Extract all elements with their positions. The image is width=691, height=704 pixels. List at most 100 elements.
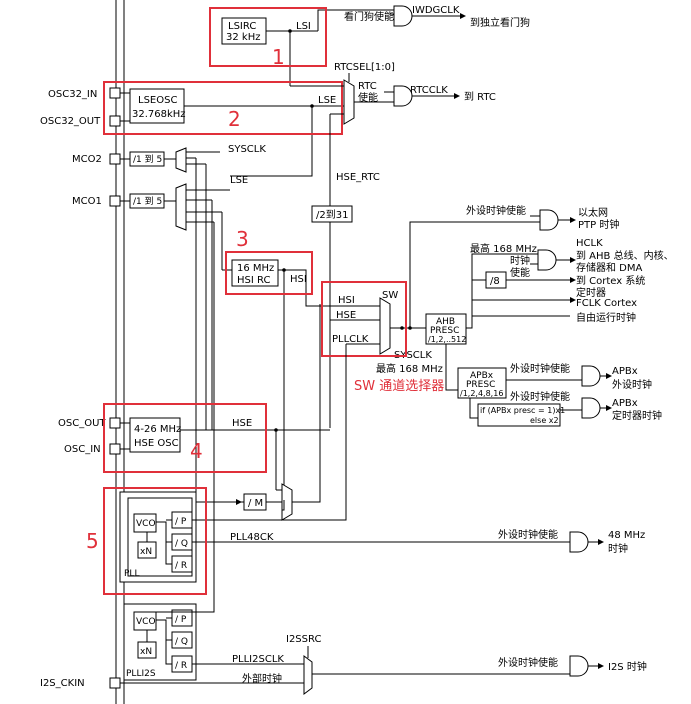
cortex-timer-arrow: [570, 277, 576, 283]
rtcclk-label: RTCCLK: [410, 85, 448, 96]
lseosc-block: [129, 88, 185, 124]
rtc-enable-1: RTC: [358, 81, 377, 92]
osc32-out-pin[interactable]: [109, 115, 121, 127]
div8-label: /8: [490, 276, 500, 287]
lsirc-label-2: 32 kHz: [226, 32, 260, 43]
cortex-timer-1: 到 Cortex 系统: [576, 274, 645, 287]
apb-periph-gate: [581, 365, 601, 387]
plli2s-q-label: / Q: [175, 637, 188, 647]
max168-label-2: 最高 168 MHz: [470, 242, 537, 255]
rtc-and-gate: [393, 85, 413, 107]
sw-hse-label: HSE: [336, 310, 356, 321]
hclk-and-gate: [537, 249, 557, 271]
mco2-div-label: /1 到 5: [133, 153, 162, 165]
periph-enable-1: 外设时钟使能: [466, 204, 526, 217]
hseosc-label-2: HSE OSC: [134, 438, 179, 449]
hsirc-label-1: 16 MHz: [237, 263, 274, 274]
div2to31-block: [311, 205, 353, 223]
hsi-label: HSI: [290, 274, 307, 285]
eth-arrow: [570, 217, 576, 223]
pll-xn-label: xN: [140, 547, 152, 557]
mco1-label: MCO1: [72, 196, 102, 207]
hclk-desc-2: 存储器和 DMA: [576, 261, 643, 274]
apb-timer-gate: [581, 397, 601, 419]
annotation-2: 2: [228, 107, 241, 131]
annotation-4: 4: [190, 439, 203, 463]
mco2-vertical-wires: [195, 158, 207, 520]
pll-name: PLL: [124, 569, 139, 579]
apb-timer-label-1: if (APBx presc = 1)x1: [480, 406, 565, 415]
plli2s-xn-label: xN: [140, 647, 152, 657]
rtc-gate-inputs: [354, 91, 394, 103]
fclk-arrow: [570, 297, 576, 303]
max168-label-1: 最高 168 MHz: [376, 362, 443, 375]
osc-in-pin[interactable]: [109, 443, 121, 455]
apb-periph-arrow: [606, 373, 612, 379]
mco1-div-label: /1 到 5: [133, 195, 162, 207]
ahb-out-wires: [466, 253, 570, 329]
lsi-junction: [288, 29, 292, 33]
hse-label: HSE: [232, 418, 252, 429]
lseosc-label-1: LSEOSC: [138, 95, 177, 106]
i2s-clock-label: I2S 时钟: [608, 660, 647, 673]
lseosc-label-2: 32.768kHz: [132, 109, 186, 120]
eth-label-1: 以太网: [578, 206, 608, 219]
div-m-label: / M: [248, 498, 263, 509]
i2s-gate: [569, 655, 589, 677]
div2to31-label: /2到31: [316, 209, 348, 221]
sw-hsi-label: HSI: [338, 295, 355, 306]
to-iwdg-label: 到独立看门狗: [470, 16, 530, 29]
hse-rtc-label: HSE_RTC: [336, 172, 380, 183]
hsirc-block: [231, 259, 279, 287]
eth-label-2: PTP 时钟: [578, 218, 619, 231]
iwdg-and-gate: [393, 5, 413, 27]
lsirc-label-1: LSIRC: [228, 21, 256, 32]
sysclk-junction: [400, 326, 404, 330]
plli2s-r-label: / R: [175, 661, 187, 671]
hsirc-label-2: HSI RC: [237, 275, 270, 286]
ahb-label-3: /1,2,..512: [428, 335, 466, 344]
sysclk-to-eth-wire: [409, 221, 540, 328]
hclk-label: HCLK: [576, 238, 603, 249]
sw-mux-inputs: [330, 305, 380, 345]
osc-in-label: OSC_IN: [64, 444, 101, 455]
ahb-label-2: PRESC: [430, 326, 459, 336]
apb-timer-label-2: else x2: [530, 416, 559, 425]
mhz48-gate: [569, 531, 589, 553]
mco2-label: MCO2: [72, 154, 102, 165]
osc32-in-pin[interactable]: [109, 87, 121, 99]
i2s-src-mux: [303, 655, 313, 695]
osc-pin-wires: [120, 422, 130, 450]
apb-timer-mult-block: [477, 403, 561, 427]
periph-enable-4: 外设时钟使能: [498, 528, 558, 541]
mco1-pin[interactable]: [109, 195, 121, 207]
lsi-label: LSI: [296, 21, 311, 32]
pll-internal-wires: [146, 519, 172, 565]
ext-clock-label: 外部时钟: [242, 672, 282, 685]
hseosc-label-1: 4-26 MHz: [134, 424, 181, 435]
annotation-1: 1: [272, 45, 285, 69]
mhz48-label-2: 时钟: [608, 542, 628, 555]
pll-src-mux-inputs: [276, 489, 285, 511]
plli2s-internal-wires: [134, 600, 215, 665]
i2s-arrow: [598, 663, 604, 669]
sysclk-label: SYSCLK: [228, 144, 266, 155]
apb-timer-out-1: APBx: [612, 398, 638, 409]
plli2s-vco-label: VCO: [136, 617, 156, 627]
eth-gate-wires: [530, 215, 570, 221]
pll-out-wires: [192, 344, 570, 543]
pll-vco-block: [133, 513, 157, 533]
osc-out-pin[interactable]: [109, 417, 121, 429]
apbx-label-2: PRESC: [466, 380, 495, 390]
osc32-pin-wires: [120, 92, 130, 122]
osc-out-label: OSC_OUT: [58, 418, 106, 429]
lse-to-mco1-wire: [230, 106, 313, 177]
rtcsel-label: RTCSEL[1:0]: [334, 62, 395, 73]
clock-enable-2: 使能: [510, 266, 530, 279]
i2s-ckin-pin[interactable]: [109, 677, 121, 689]
apb-timer-arrow: [606, 405, 612, 411]
highlight-box-1: [209, 7, 327, 67]
plli2s-name: PLLI2S: [126, 669, 156, 679]
mco2-pin[interactable]: [109, 153, 121, 165]
